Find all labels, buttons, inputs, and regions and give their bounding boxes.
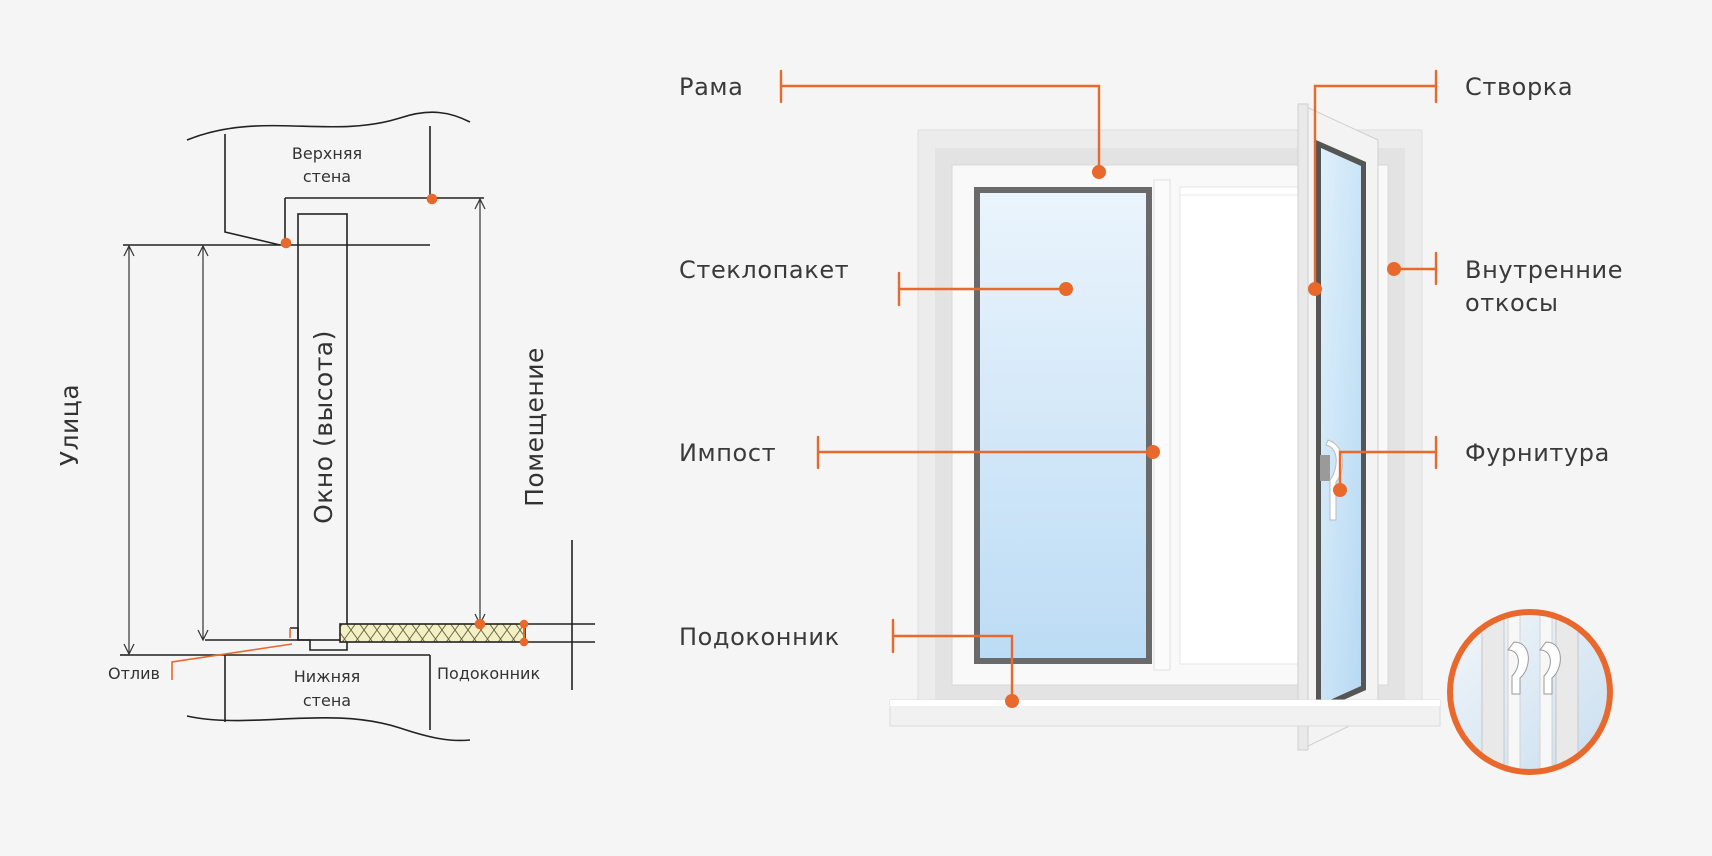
window-illustration [889,103,1441,751]
section-markers [171,193,529,680]
frame-label: Рама [679,73,743,101]
sash-dot [1308,282,1322,296]
sash-glass [1321,148,1361,704]
top-wall-shape [186,111,471,141]
drip-leader [171,643,293,680]
sill-section [339,623,526,643]
mullion-dot [1146,445,1160,459]
sash-callout-line [1313,84,1438,291]
room-label: Помещение [520,347,549,507]
closeup-ring [1447,609,1613,775]
top-wall-left-edge [224,134,281,246]
top-wall-marker [426,193,438,205]
hardware-callout-line [1338,450,1438,492]
inner-slopes-label-2: откосы [1465,289,1559,317]
slopes-dot [1387,262,1401,276]
glass-unit-label: Стеклопакет [679,256,849,284]
window-foot-left [290,627,299,640]
sill-marker [474,618,486,630]
window-handle [1325,439,1344,521]
window-height-label: Окно (высота) [309,330,338,524]
sill-callout-line [891,634,1014,703]
sill-dot [1005,694,1019,708]
closeup-handle-left [1507,641,1529,695]
frame-dot [1092,165,1106,179]
window-profile-section [297,213,348,641]
closeup-handle-right [1539,641,1561,695]
window-foot [290,639,348,651]
glass-unit-left [980,193,1146,658]
callout-dots [1005,165,1401,708]
top-wall-joint-marker [280,237,292,249]
sash-label: Створка [1465,73,1573,101]
hardware-label: Фурнитура [1465,439,1610,467]
sill-label: Подоконник [437,664,540,683]
callout-lines [779,69,1438,703]
bottom-wall-label-2: стена [303,691,351,710]
window-sill-label: Подоконник [679,623,840,651]
hardware-dot [1333,483,1347,497]
mullion-label: Импост [679,439,776,467]
inner-slopes-label-1: Внутренние [1465,256,1623,284]
bottom-wall-label-1: Нижняя [294,667,361,686]
handle-closeup-icon [1447,609,1613,775]
top-wall-label-2: стена [303,167,351,186]
drip-label: Отлив [108,664,160,683]
glass-dot [1059,282,1073,296]
street-label: Улица [55,384,84,466]
mullion-bar [1153,179,1171,671]
top-wall-label-1: Верхняя [292,144,362,163]
frame-callout-line [779,84,1101,174]
bottom-wall-wavy [186,715,471,742]
